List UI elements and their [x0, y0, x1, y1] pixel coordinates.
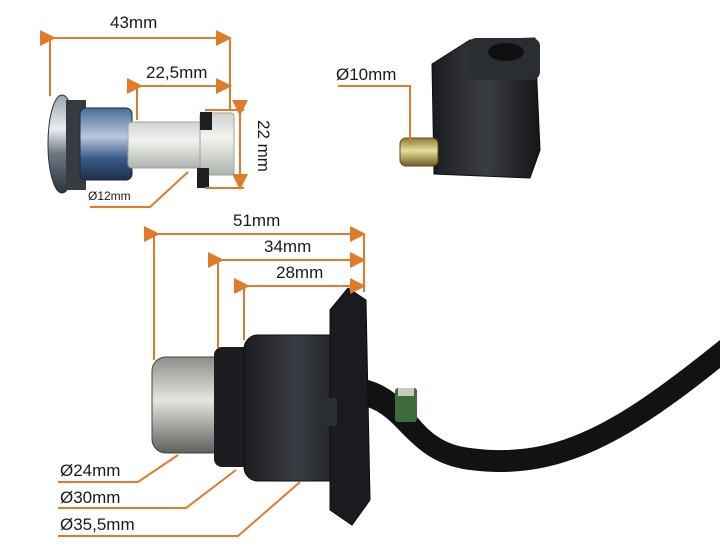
seat-lock	[399, 37, 541, 179]
ignition-diameter-large: Ø35,5mm	[60, 515, 135, 534]
seat-lock-pin-diameter: Ø10mm	[336, 65, 397, 84]
lock-cylinder	[47, 94, 235, 194]
ignition-diameter-small: Ø24mm	[60, 461, 121, 480]
ignition-length-mid: 34mm	[264, 237, 312, 256]
lock-cylinder-height: 22 mm	[254, 120, 273, 172]
lock-cylinder-length-total: 43mm	[110, 13, 158, 32]
ignition-length-total: 51mm	[233, 211, 281, 230]
dimension-lines	[40, 30, 411, 537]
lock-cylinder-length-body: 22,5mm	[146, 63, 208, 82]
ignition-diameter-mid: Ø30mm	[60, 488, 121, 507]
ignition-switch	[151, 287, 720, 526]
ignition-length-short: 28mm	[276, 263, 324, 282]
lock-cylinder-shaft-diameter: Ø12mm	[88, 189, 131, 203]
